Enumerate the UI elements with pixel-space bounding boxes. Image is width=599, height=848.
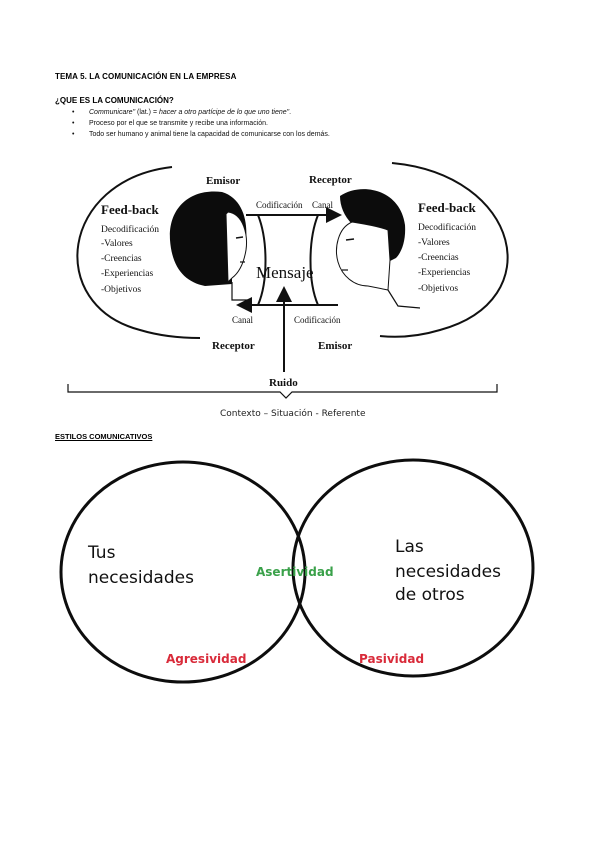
ruido-label: Ruido <box>269 377 298 389</box>
definition-text: hacer a otro partícipe de lo que uno tie… <box>159 109 290 116</box>
left-feedback-item: Decodificación <box>101 224 159 235</box>
left-feedback-item: -Objetivos <box>101 285 141 295</box>
section-question: ¿QUE ES LA COMUNICACIÓN? <box>55 96 174 105</box>
context-brace <box>67 384 498 399</box>
agresividad-label: Agresividad <box>166 652 246 666</box>
venn-left-text: Tus <box>87 543 116 563</box>
codificacion-top-label: Codificación <box>256 200 303 210</box>
venn-right-text: Las <box>395 537 424 557</box>
left-feedback-item: -Experiencias <box>101 269 154 279</box>
right-feedback-item: -Creencias <box>418 253 459 263</box>
context-label: Contexto – Situación - Referente <box>220 408 366 419</box>
latin-term: Communicare" <box>89 109 136 116</box>
canal-bottom-label: Canal <box>232 315 253 325</box>
list-item: Proceso por el que se transmite y recibe… <box>72 118 330 129</box>
definition-list: Communicare" (lat.) = hacer a otro partí… <box>72 107 330 140</box>
right-arc <box>379 162 509 338</box>
left-feedback-title: Feed-back <box>101 202 160 217</box>
asertividad-label: Asertividad <box>256 565 334 579</box>
page-title: TEMA 5. LA COMUNICACIÓN EN LA EMPRESA <box>55 72 237 81</box>
mensaje-label: Mensaje <box>256 263 314 282</box>
right-feedback-item: -Experiencias <box>418 268 471 278</box>
list-item: Communicare" (lat.) = hacer a otro partí… <box>72 107 330 118</box>
man-head-icon <box>336 189 421 309</box>
latin-tag: (lat.) = <box>135 109 159 116</box>
left-feedback-item: -Valores <box>101 239 133 249</box>
venn-left-text: necesidades <box>88 568 194 588</box>
message-frame <box>257 214 319 306</box>
period: . <box>289 109 292 116</box>
canal-top-label: Canal <box>312 200 333 210</box>
emisor-bottom-label: Emisor <box>318 340 352 352</box>
right-feedback-item: -Objetivos <box>418 284 458 294</box>
right-feedback-title: Feed-back <box>418 200 477 215</box>
venn-left-circle <box>59 460 307 684</box>
emisor-top-label: Emisor <box>206 175 240 187</box>
codificacion-bottom-label: Codificación <box>294 315 341 325</box>
right-feedback-item: Decodificación <box>418 222 476 233</box>
pasividad-label: Pasividad <box>359 652 424 666</box>
receptor-bottom-label: Receptor <box>212 340 255 352</box>
right-feedback-item: -Valores <box>418 238 450 248</box>
venn-right-circle <box>291 458 535 678</box>
receptor-top-label: Receptor <box>309 174 352 186</box>
woman-head-icon <box>169 191 250 301</box>
left-feedback-item: -Creencias <box>101 254 142 264</box>
list-item: Todo ser humano y animal tiene la capaci… <box>72 129 330 140</box>
venn-right-text: necesidades <box>395 562 501 582</box>
styles-heading: ESTILOS COMUNICATIVOS <box>55 432 153 441</box>
left-arc <box>76 166 201 339</box>
venn-right-text: de otros <box>395 585 465 605</box>
